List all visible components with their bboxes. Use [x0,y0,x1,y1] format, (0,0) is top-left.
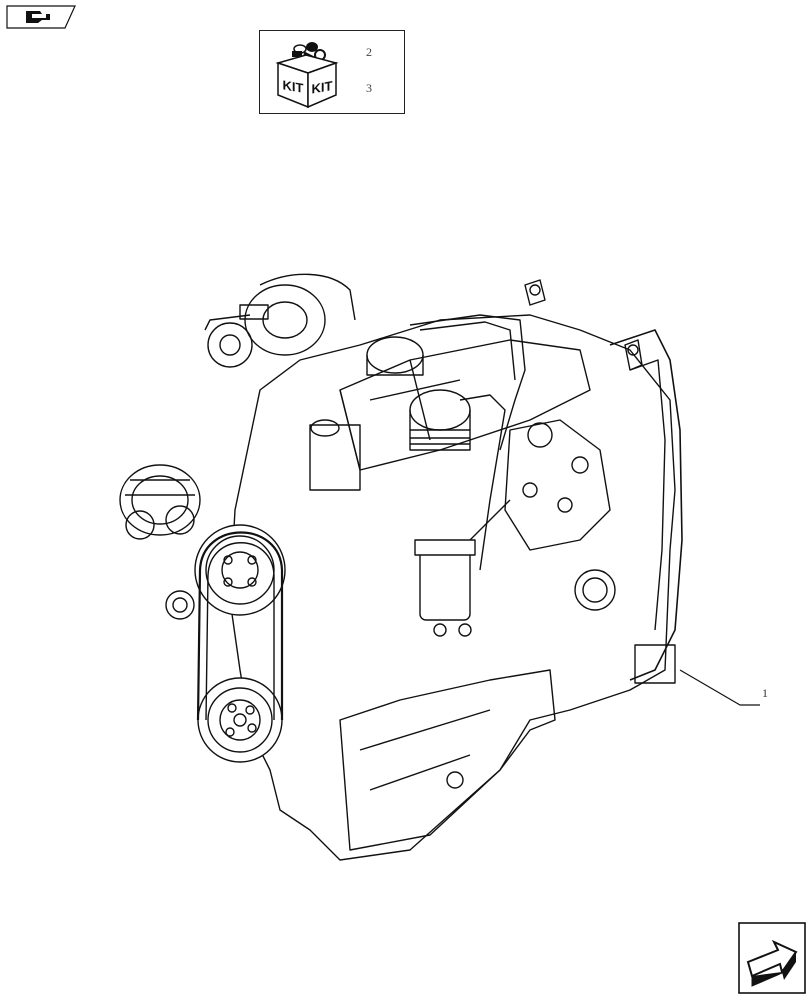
engine-assembly-drawing [119,273,760,861]
kit-label-left: KIT [283,77,304,96]
turbocharger [204,273,356,368]
engine-mount [446,279,676,789]
callout-1[interactable]: 1 [762,686,768,700]
kit-box-icon: KIT KIT [275,42,339,109]
kit-ref-3: 3 [366,81,372,95]
alternator [119,464,201,540]
kit-ref-2: 2 [366,45,372,59]
filter-housing [309,336,471,491]
next-page-arrow-icon[interactable] [738,922,806,994]
kit-label-right: KIT [312,78,333,97]
fuel-filter [414,539,476,637]
page-flag-icon[interactable] [6,5,76,29]
callout-leader-1 [679,669,760,706]
kit-reference-box[interactable]: KIT KIT 2 3 [259,30,405,114]
water-pump-pulley [165,524,286,620]
crankshaft-pulley [197,677,283,763]
injection-pump [439,419,616,611]
drive-belt [196,531,284,721]
